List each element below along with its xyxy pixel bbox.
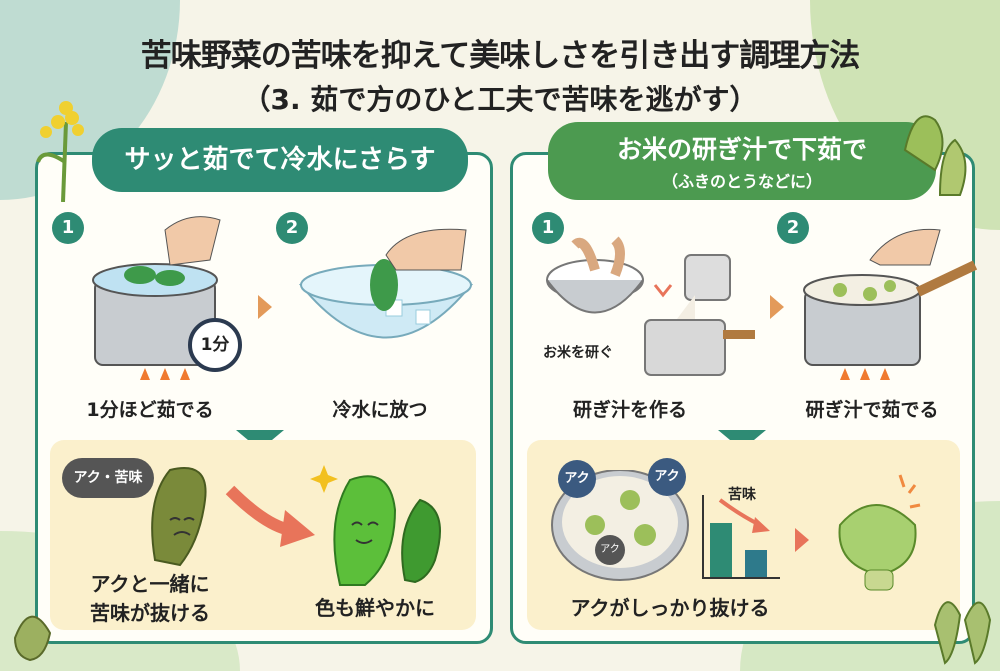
fresh-lettuce-illustration [310,465,441,586]
wilted-lettuce-illustration [151,467,207,567]
result-label: アクがしっかり抜ける [570,596,770,620]
page-subtitle: （3. 茹で方のひと工夫で苦味を逃がす） [242,83,758,116]
rice-washing-illustration [546,236,755,376]
bar-before [710,523,732,577]
boiling-pot-illustration [92,216,221,380]
step-note: お米を研ぐ [543,345,613,361]
step-label: 研ぎ汁を作る [572,399,687,421]
aku-bubble: アク [595,535,625,565]
bar-after [745,550,767,577]
step-label: 冷水に放つ [332,399,428,421]
step-number: 2 [276,212,308,244]
boiling-saucepan-illustration [803,228,978,380]
left-panel-header: サッと茹でて冷水にさらす [92,128,468,192]
step-number: 1 [532,212,564,244]
aku-pot-illustration [551,470,689,581]
header-title: お米の研ぎ汁で下茹で [616,135,867,164]
aku-bubble: アク [648,458,686,496]
bitterness-decrease-chart [702,495,780,579]
aku-bubble: アク [558,460,596,498]
next-arrow-icon [258,295,272,319]
improvement-arrow-icon [225,485,315,547]
header-subtitle: （ふきのとうなどに） [661,172,822,191]
fukinotou-icon [903,115,967,196]
step-number: 1 [52,212,84,244]
page-title: 苦味野菜の苦味を抑えて美味しさを引き出す調理方法 [140,38,860,74]
bitterness-label: 苦味 [728,487,756,503]
step-label: 研ぎ汁で茹でる [805,399,939,421]
result-label-line: 苦味が抜ける [90,601,210,625]
ice-water-bowl-illustration [298,228,474,339]
next-arrow-icon [770,295,784,319]
fukinotou-decoration-icon [933,601,992,665]
fresh-fukinotou-illustration [838,474,921,591]
thought-bubble: アク・苦味 [62,458,154,498]
result-label: アクと一緒に苦味が抜ける [70,568,230,626]
step-label: 1分ほど茹でる [86,399,214,421]
fukinotou-decoration-icon [13,615,52,662]
rapeseed-flower-icon [36,101,84,202]
result-arrow-icon [795,528,809,552]
right-panel-header: お米の研ぎ汁で下茹で （ふきのとうなどに） [548,122,936,200]
step-number: 2 [777,212,809,244]
timer-icon: 1分 [188,318,242,372]
result-label: 色も鮮やかに [315,596,435,620]
result-label-line: アクと一緒に [90,572,210,596]
